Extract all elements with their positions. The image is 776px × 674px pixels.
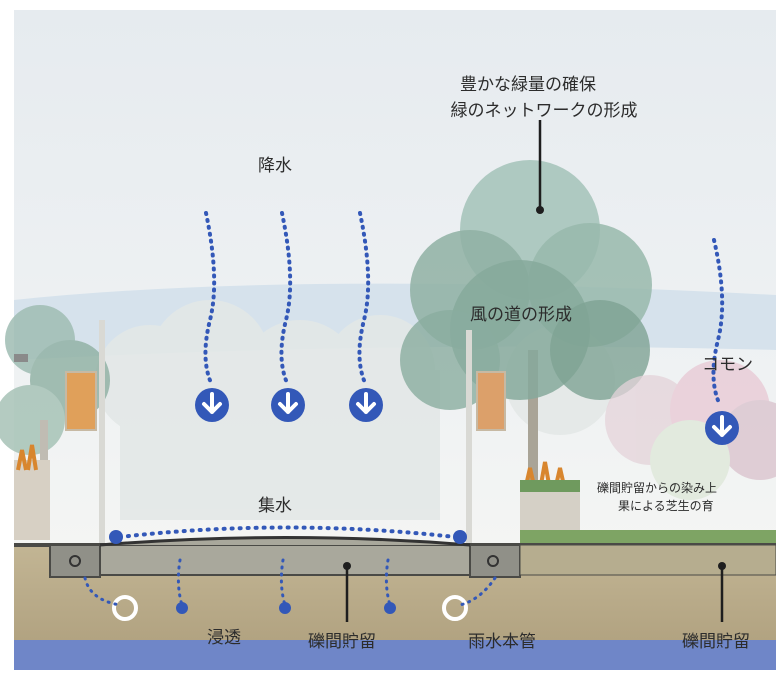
leader-dots <box>343 206 726 570</box>
effect-label-line2: 果による芝生の育 <box>618 499 714 513</box>
storm-sewer-label: 雨水本管 <box>468 632 536 652</box>
water-collection-label: 集水 <box>258 496 292 516</box>
gravel-storage-structure <box>14 536 776 578</box>
gravel-storage-label-left: 礫間貯留 <box>308 632 376 652</box>
lawn-strip <box>520 530 776 544</box>
central-tree <box>400 160 652 520</box>
common-label: コモン <box>702 355 753 375</box>
greenery-label-line1: 豊かな緑量の確保 <box>460 75 596 95</box>
right-lamp <box>466 330 506 550</box>
drain-pipe-left <box>112 595 138 621</box>
left-lamp <box>14 320 105 550</box>
left-planter <box>14 444 50 540</box>
rainfall-label: 降水 <box>258 156 292 176</box>
arrow-glyphs <box>202 392 732 437</box>
collection-arrow <box>109 525 467 544</box>
effect-label-line1: 礫間貯留からの染み上 <box>597 481 718 495</box>
gravel-storage-label-right: 礫間貯留 <box>682 632 750 652</box>
leader-lines <box>345 120 724 622</box>
infiltration-drops <box>176 602 396 614</box>
greenery-label-line2: 緑のネットワークの形成 <box>450 101 638 121</box>
rain-arrows <box>203 211 725 407</box>
wind-path-label: 風の道の形成 <box>470 305 572 325</box>
infiltration-arrows <box>83 558 497 607</box>
groundwater-layer <box>14 640 776 670</box>
storm-sewer-pipe <box>442 595 468 621</box>
infiltration-label: 浸透 <box>207 628 241 648</box>
